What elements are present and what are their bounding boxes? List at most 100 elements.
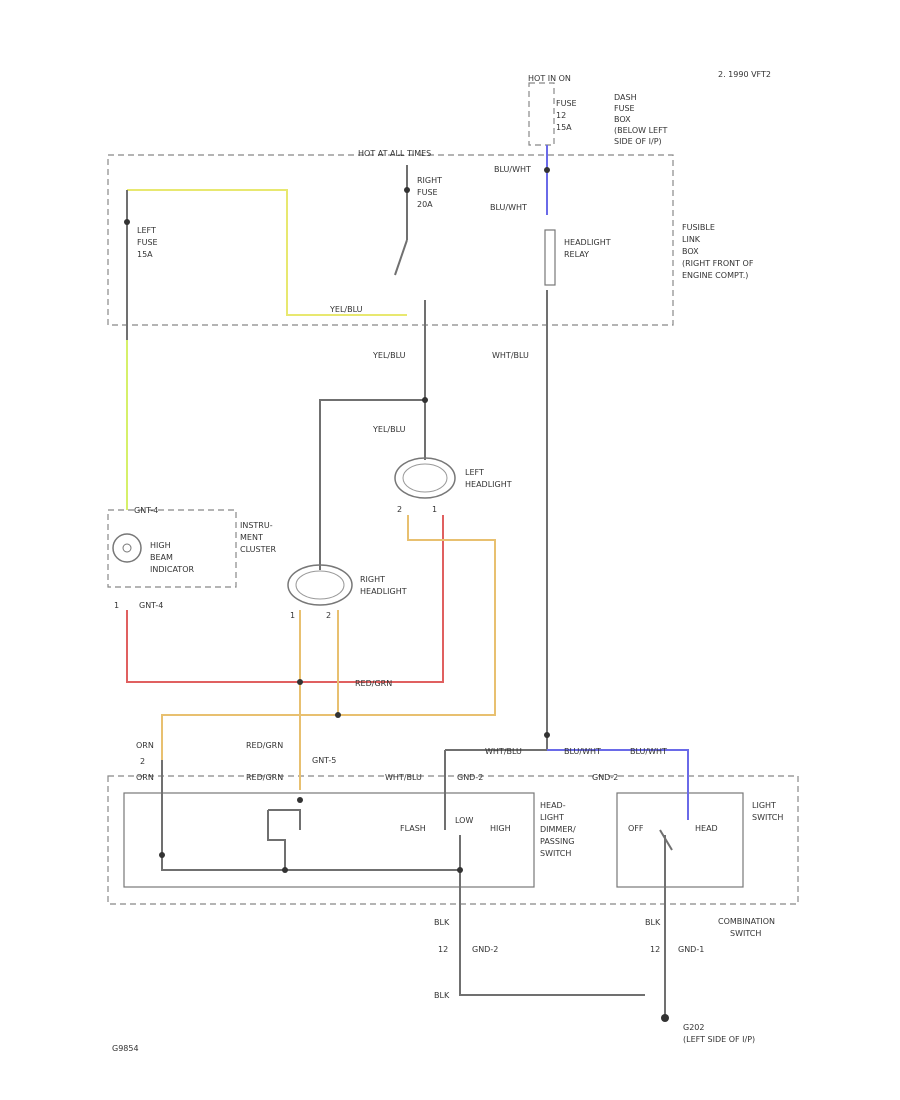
off-label: OFF <box>628 824 644 833</box>
relay-coil <box>544 229 556 286</box>
left-hl-label-2: HEADLIGHT <box>465 480 512 489</box>
splice-dot <box>297 679 303 685</box>
n12-label-b: 12 <box>650 945 660 954</box>
switch-internal-2 <box>268 809 301 830</box>
blu-wht-label-3: BLU/WHT <box>564 747 601 756</box>
orn-wire <box>161 515 496 760</box>
orn-label-2: ORN <box>136 773 154 782</box>
fusible-label-5: ENGINE COMPT.) <box>682 271 748 280</box>
combination-switch-frame <box>107 775 799 905</box>
relay-contact <box>394 239 408 276</box>
splice-dot <box>159 852 165 858</box>
gnd5-label: GNT-5 <box>312 756 336 765</box>
red-grn-label-2: RED/GRN <box>246 773 283 782</box>
high-beam-label-2: BEAM <box>150 553 173 562</box>
fusible-label-3: BOX <box>682 247 699 256</box>
red-grn-wire <box>126 515 444 683</box>
pin-1a: 1 <box>114 601 119 610</box>
blu-wht-label-1: BLU/WHT <box>494 165 531 174</box>
ground-point <box>661 1014 669 1022</box>
dash-fuse-label-4: (BELOW LEFT <box>614 126 668 135</box>
fusible-label-4: (RIGHT FRONT OF <box>682 259 754 268</box>
figure-number: G9854 <box>112 1044 139 1053</box>
splice-dot <box>457 867 463 873</box>
orn-label-1: ORN <box>136 741 154 750</box>
blk-wire-1 <box>459 870 645 996</box>
light-switch-label-2: SWITCH <box>752 813 783 822</box>
right-headlight <box>287 564 353 606</box>
fuse12-amp: 15A <box>556 123 572 132</box>
blk-label-2: BLK <box>645 918 661 927</box>
high-beam-label-1: HIGH <box>150 541 171 550</box>
splice-dot <box>422 397 428 403</box>
flash-label: FLASH <box>400 824 426 833</box>
switch-internal-1 <box>161 760 461 871</box>
splice-dot <box>335 712 341 718</box>
fusible-label-1: FUSIBLE <box>682 223 715 232</box>
wht-blu-label-3: WHT/BLU <box>485 747 522 756</box>
pin-1c: 1 <box>290 611 295 620</box>
left-headlight <box>394 457 456 499</box>
gnd4-label-b: GNT-4 <box>139 601 163 610</box>
yel-blu-label-2: YEL/BLU <box>372 351 406 360</box>
fuse12-num: 12 <box>556 111 566 120</box>
hot-at-all-label: HOT AT ALL TIMES <box>358 149 431 158</box>
right-hl-label-1: RIGHT <box>360 575 385 584</box>
cluster-label-1: INSTRU- <box>240 521 273 530</box>
n12-label-a: 12 <box>438 945 448 954</box>
red-grn-label-1: RED/GRN <box>246 741 283 750</box>
instrument-cluster-frame <box>107 509 237 588</box>
cluster-label-3: CLUSTER <box>240 545 277 554</box>
combo-switch-label-2: SWITCH <box>730 929 761 938</box>
dimmer-label-4: PASSING <box>540 837 574 846</box>
combo-switch-label-1: COMBINATION <box>718 917 775 926</box>
ground-label-1: G202 <box>683 1023 704 1032</box>
dash-fuse-label-1: DASH <box>614 93 637 102</box>
dimmer-label-1: HEAD- <box>540 801 566 810</box>
blk-label-3: BLK <box>434 991 450 1000</box>
dash-fuse-box-frame <box>528 82 555 146</box>
underhood-fuse-box-frame <box>107 154 674 326</box>
yel-blu-wire-top <box>127 189 407 316</box>
dimmer-label-2: LIGHT <box>540 813 564 822</box>
dimmer-label-5: SWITCH <box>540 849 571 858</box>
splice-dot <box>297 797 303 803</box>
splice-dot <box>124 219 130 225</box>
pin-2c: 2 <box>140 757 145 766</box>
yel-blu-label-1: YEL/BLU <box>329 305 363 314</box>
right-fuse-label-2: FUSE <box>417 188 438 197</box>
relay-label-2: RELAY <box>564 250 589 259</box>
gnd4-label: GNT-4 <box>134 506 158 515</box>
pin-2b: 2 <box>326 611 331 620</box>
pin-2a: 2 <box>397 505 402 514</box>
switch-internal-3 <box>267 810 286 870</box>
wht-blu-label-2: WHT/BLU <box>385 773 422 782</box>
hot-run-label: HOT IN ON <box>528 74 571 83</box>
splice-dot <box>544 167 550 173</box>
gnd-e-label: GND-1 <box>678 945 704 954</box>
high-label: HIGH <box>490 824 511 833</box>
blk-label-1: BLK <box>434 918 450 927</box>
page-ref: 2. 1990 VFT2 <box>718 70 771 79</box>
yel-blu-branch <box>319 399 425 570</box>
splice-dot <box>404 187 410 193</box>
fuse12-label: FUSE <box>556 99 577 108</box>
head-label: HEAD <box>695 824 718 833</box>
pin-1b: 1 <box>432 505 437 514</box>
left-fuse-label-1: LEFT <box>137 226 156 235</box>
light-switch-box <box>616 792 744 888</box>
right-fuse-label-3: 20A <box>417 200 433 209</box>
cluster-label-2: MENT <box>240 533 263 542</box>
blu-wht-label-2: BLU/WHT <box>490 203 527 212</box>
right-fuse-label-1: RIGHT <box>417 176 442 185</box>
yel-blu-label-3: YEL/BLU <box>372 425 406 434</box>
low-label: LOW <box>455 816 473 825</box>
fusible-label-2: LINK <box>682 235 701 244</box>
blu-wht-label-4: BLU/WHT <box>630 747 667 756</box>
left-hl-label-1: LEFT <box>465 468 484 477</box>
dimmer-label-3: DIMMER/ <box>540 825 576 834</box>
left-fuse-label-2: FUSE <box>137 238 158 247</box>
dash-fuse-label-3: BOX <box>614 115 631 124</box>
dash-fuse-label-5: SIDE OF I/P) <box>614 137 662 146</box>
